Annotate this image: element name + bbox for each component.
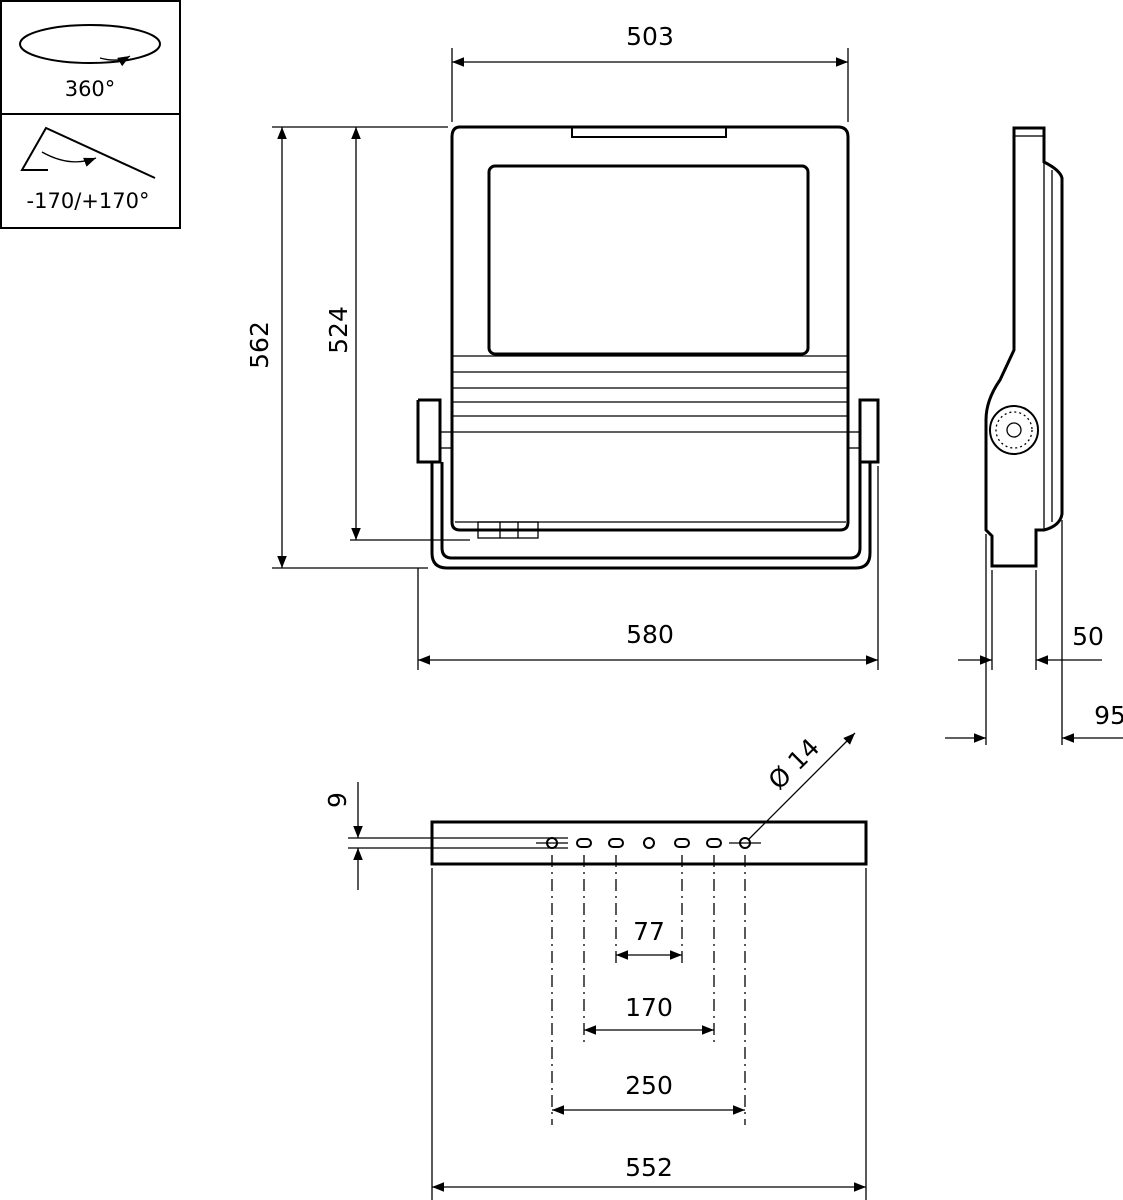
dim-length: 552: [625, 1153, 673, 1182]
dim-depth-body: 50: [1072, 622, 1104, 651]
mount-hole: [644, 838, 654, 848]
dim-hole-diameter: Ø 14: [763, 733, 826, 796]
mount-slot: [577, 839, 591, 847]
dim-width-top: 503: [626, 22, 674, 51]
tilt-angle-label: -170/+170°: [27, 189, 150, 213]
dim-depth-total: 95: [1094, 701, 1123, 730]
side-view: 50 95: [945, 128, 1123, 745]
horizontal-rotation-icon: [20, 25, 160, 63]
bracket-view: 9 Ø 14 77 170 250 552: [323, 733, 866, 1200]
front-view: 503 562 524 580: [245, 22, 878, 670]
dim-offset: 9: [323, 792, 352, 808]
tilt-angle-icon: [22, 128, 155, 178]
dim-spacing-outer: 250: [625, 1071, 673, 1100]
rotation-icons-panel: 360° -170/+170°: [1, 1, 180, 228]
dim-height-total: 562: [245, 321, 274, 369]
dim-width-bracket: 580: [626, 620, 674, 649]
horizontal-rotation-label: 360°: [65, 77, 116, 101]
dim-height-body: 524: [324, 306, 353, 354]
dim-spacing-inner: 77: [633, 917, 665, 946]
mount-slot: [675, 839, 689, 847]
tilt-adjust-dial-icon: [990, 406, 1038, 454]
mount-slot: [707, 839, 721, 847]
mount-slot: [609, 839, 623, 847]
dim-spacing-mid: 170: [625, 993, 673, 1022]
